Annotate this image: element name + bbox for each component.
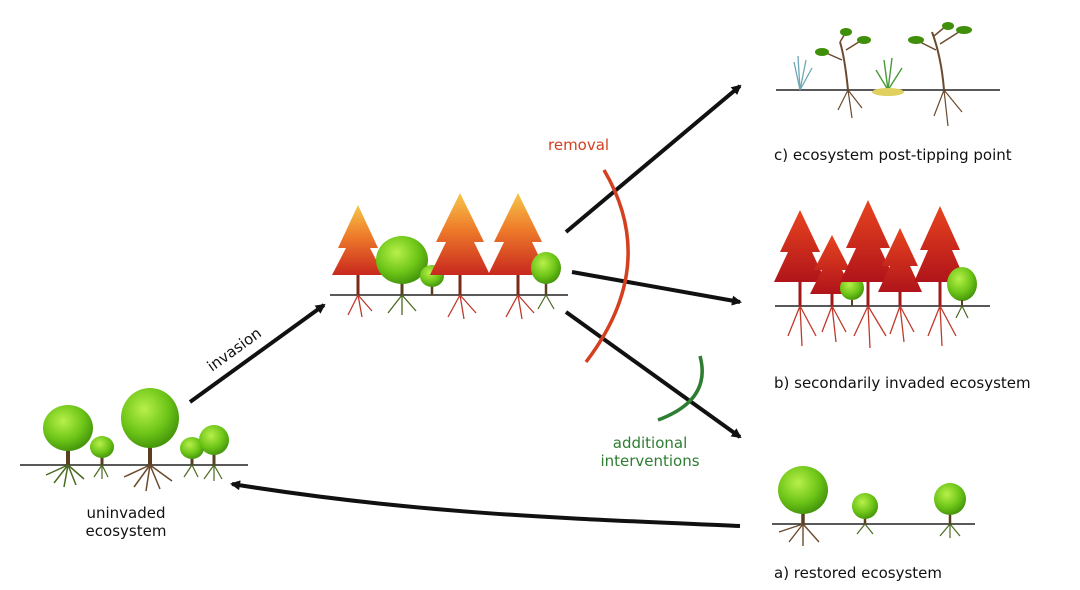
invasive-tree — [488, 193, 548, 320]
invasive-tree — [878, 228, 922, 343]
native-tree — [778, 466, 828, 546]
native-shrub — [947, 267, 977, 319]
invasive-tree — [840, 200, 896, 349]
native-shrub — [852, 493, 878, 535]
grass-clump — [872, 57, 904, 96]
arrow-to-post-tipping-point — [564, 84, 742, 234]
native-shrub — [199, 425, 229, 481]
arrow-to-secondarily-invaded — [571, 270, 742, 306]
additional-interventions-label-line2: interventions — [600, 452, 699, 470]
grass-clump — [793, 55, 813, 91]
native-shrub — [90, 436, 114, 479]
uninvaded-ecosystem-label-line1: uninvaded — [86, 504, 165, 522]
arrow-to-restored — [564, 310, 742, 439]
invasive-tree — [430, 193, 490, 320]
restored-ecosystem-illustration — [772, 466, 975, 546]
native-shrub — [531, 252, 561, 310]
post-tipping-point-illustration — [776, 22, 1000, 127]
invasive-tree — [332, 205, 384, 318]
weed-plant — [815, 28, 871, 119]
native-shrub — [934, 483, 966, 538]
arrow-restored-to-uninvaded — [230, 480, 741, 528]
weed-plant — [908, 22, 972, 127]
additional-interventions-label-line1: additional — [613, 434, 688, 452]
native-tree — [121, 388, 179, 492]
removal-label: removal — [548, 136, 609, 154]
uninvaded-ecosystem-label-line2: ecosystem — [86, 522, 167, 540]
uninvaded-ecosystem-illustration — [20, 388, 248, 492]
invaded-ecosystem-illustration — [330, 193, 568, 320]
additional-interventions-arc — [657, 355, 704, 422]
outcome-a-label: a) restored ecosystem — [774, 564, 942, 582]
secondarily-invaded-illustration — [774, 200, 990, 349]
invasion-arrow — [188, 303, 326, 404]
removal-arc — [584, 169, 630, 364]
outcome-c-label: c) ecosystem post-tipping point — [774, 146, 1012, 164]
native-tree — [43, 405, 93, 488]
native-tree — [376, 236, 428, 315]
native-shrub — [180, 437, 204, 478]
outcome-b-label: b) secondarily invaded ecosystem — [774, 374, 1031, 392]
invasive-tree — [914, 206, 966, 347]
invasive-tree — [774, 210, 826, 347]
